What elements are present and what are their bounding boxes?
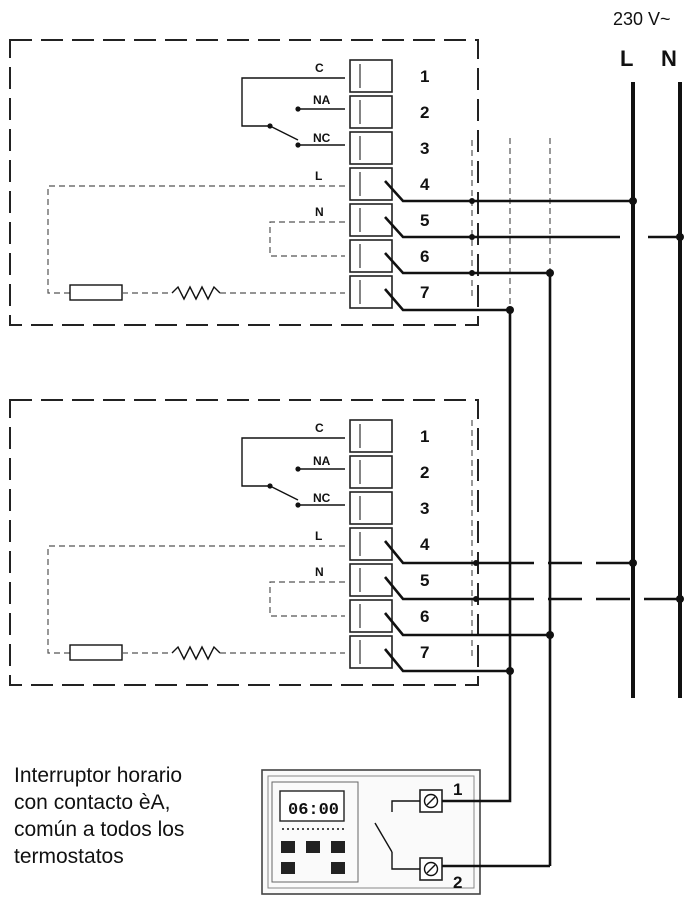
time-switch-num-2: 2 [453,873,462,892]
thermostat-1-terminal-1 [349,59,393,93]
thermostat-1-label-l: L [315,169,322,183]
thermostat-2-internal-circuit [47,545,345,661]
time-switch: 06:00 1 2 [261,769,550,895]
thermostat-1-label-c: C [315,61,324,75]
thermostat-2-terminal-7 [349,635,393,669]
thermostat-2-num-1: 1 [420,427,429,446]
thermostat-2-num-2: 2 [420,463,429,482]
thermostat-1-wiring [384,180,684,314]
timer-button-1 [281,841,295,853]
time-switch-housing [261,769,481,895]
thermostat-1-num-6: 6 [420,247,429,266]
t2-terminal-5-to-neutral [383,576,500,601]
thermostat-1: C NA NC L N 1 2 3 4 5 6 7 [9,39,479,326]
thermostat-1-terminal-4 [349,167,393,201]
caption-line-2: con contacto èA, [14,791,171,814]
thermostat-2-num-5: 5 [420,571,429,590]
thermostat-1-label-na: NA [313,93,331,107]
t2-terminal-6-wire [383,612,550,637]
time-switch-contact [374,800,420,870]
thermostat-2-terminal-block [349,419,393,669]
line-label: L [620,46,633,71]
thermostat-1-terminal-7 [349,275,393,309]
time-switch-face [271,781,359,883]
t1-terminal-5-to-neutral [384,216,620,239]
thermostat-2-housing [9,399,479,686]
caption-line-3: común a todos los [14,818,185,841]
thermostat-2-num-6: 6 [420,607,429,626]
thermostat-2-label-na: NA [313,454,331,468]
thermostat-1-num-5: 5 [420,211,429,230]
time-switch-lead-1 [442,799,512,803]
thermostat-2-wiring [383,540,684,675]
t1-terminal-7-wire [384,288,510,312]
thermostat-2-label-c: C [315,421,324,435]
thermostat-1-terminal-block [349,59,393,309]
timer-button-4 [281,862,295,874]
thermostat-2-num-7: 7 [420,643,429,662]
thermostat-1-terminal-3 [349,131,393,165]
thermostat-1-terminal-6 [349,239,393,273]
time-switch-display [279,790,345,822]
thermostat-2-num-3: 3 [420,499,429,518]
thermostat-1-label-nc: NC [313,131,331,145]
thermostat-2-label-nc: NC [313,491,331,505]
thermostat-2-label-l: L [315,529,322,543]
thermostat-2-terminal-3 [349,491,393,525]
thermostat-1-num-3: 3 [420,139,429,158]
thermostat-2-terminal-6 [349,599,393,633]
timer-button-3 [331,841,345,853]
thermostat-2-terminal-1 [349,419,393,453]
thermostat-2-label-n: N [315,565,324,579]
caption-line-1: Interruptor horario [14,764,183,787]
time-switch-num-1: 1 [453,780,462,799]
thermostat-1-housing [9,39,479,326]
thermostat-1-num-2: 2 [420,103,429,122]
caption-line-4: termostatos [14,845,124,868]
timer-button-5 [331,862,345,874]
timer-button-2 [306,841,320,853]
thermostat-1-terminal-5 [349,203,393,237]
thermostat-1-num-4: 4 [420,175,430,194]
thermostat-2-num-4: 4 [420,535,430,554]
t1-terminal-6-wire [384,252,550,275]
thermostat-2: C NA NC L N 1 2 3 4 5 6 7 [9,399,479,686]
thermostat-2-terminal-2 [349,455,393,489]
thermostat-2-terminal-4 [349,527,393,561]
thermostat-1-terminal-2 [349,95,393,129]
thermostat-1-label-n: N [315,205,324,219]
thermostat-1-internal-circuit [47,185,345,301]
supply-voltage-label: 230 V~ [613,9,671,29]
thermostat-1-switch [241,77,345,148]
thermostat-1-num-1: 1 [420,67,429,86]
thermostat-2-switch [241,437,345,508]
time-switch-caption: Interruptor horario con contacto èA, com… [14,762,244,870]
time-switch-display-time: 06:00 [288,801,339,820]
t1-terminal-4-to-line [384,180,633,203]
neutral-label: N [661,46,677,71]
t2-terminal-7-wire [383,648,510,673]
thermostat-2-terminal-5 [349,563,393,597]
thermostat-1-num-7: 7 [420,283,429,302]
t2-terminal-4-to-line [383,540,500,565]
